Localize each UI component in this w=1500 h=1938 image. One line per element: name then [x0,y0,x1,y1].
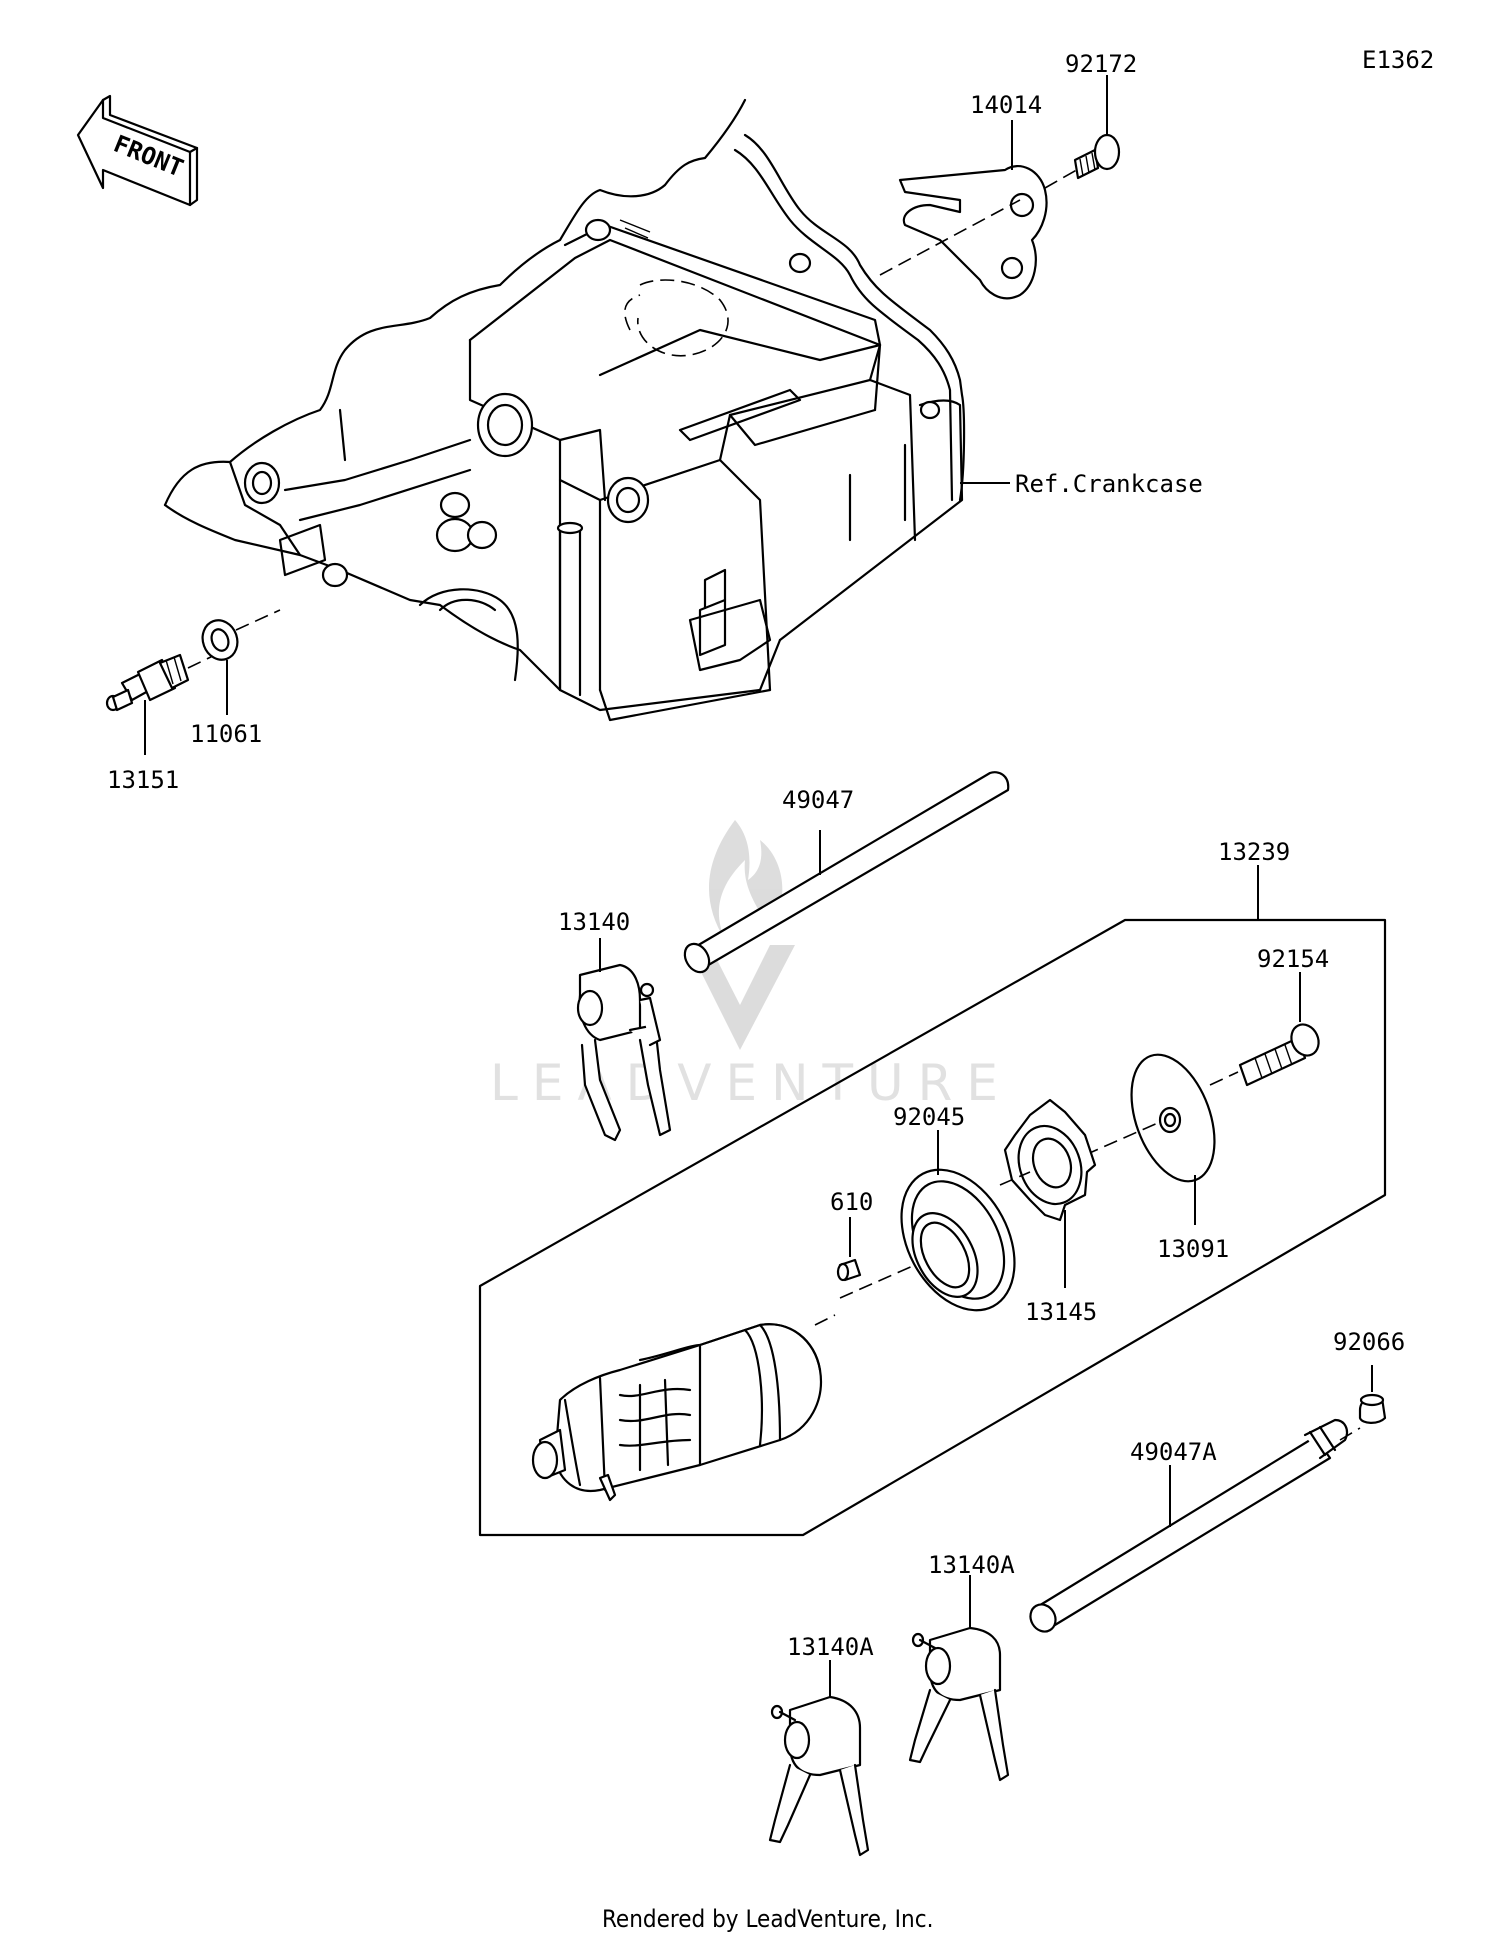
label-13140A-upper: 13140A [928,1551,1015,1579]
label-13140A-lower: 13140A [787,1633,874,1661]
part-49047A-shaft[interactable] [1026,1418,1349,1636]
label-92045: 92045 [893,1103,965,1131]
ref-crankcase-label: Ref.Crankcase [1015,470,1203,498]
part-92154-bolt[interactable] [1238,1020,1324,1087]
part-92045-bearing[interactable] [879,1150,1038,1329]
crankcase-illustration [163,98,966,722]
footer-credit: Rendered by LeadVenture, Inc. [602,1905,933,1933]
label-14014: 14014 [970,91,1042,119]
part-13140A-upper-shift-fork[interactable] [908,1626,1010,1782]
label-13145: 13145 [1025,1298,1097,1326]
part-49047-shaft[interactable] [680,771,1010,976]
watermark-logo: LEADVENTURE [490,820,1012,1112]
part-92172-screw[interactable] [1073,133,1121,180]
part-13091-plate[interactable] [1116,1043,1231,1192]
part-13151-neutral-switch[interactable] [105,653,190,712]
assembly-13239-outline [478,918,1387,1537]
watermark-text: LEADVENTURE [490,1054,1012,1112]
label-13140: 13140 [558,908,630,936]
part-shift-drum[interactable] [531,1323,823,1502]
label-13151: 13151 [107,766,179,794]
label-610: 610 [830,1188,873,1216]
part-13140A-lower-shift-fork[interactable] [768,1695,870,1857]
diagram-code: E1362 [1362,46,1434,74]
label-11061: 11061 [190,720,262,748]
label-49047: 49047 [782,786,854,814]
part-92066-cap[interactable] [1358,1393,1387,1424]
part-13140-shift-fork[interactable] [576,963,672,1142]
label-92154: 92154 [1257,945,1329,973]
label-13239: 13239 [1218,838,1290,866]
label-49047A: 49047A [1130,1438,1217,1466]
label-92172: 92172 [1065,50,1137,78]
part-610-pin[interactable] [836,1258,862,1282]
part-14014-bracket[interactable] [898,164,1048,300]
part-13145-shift-cam[interactable] [1003,1098,1097,1222]
label-13091: 13091 [1157,1235,1229,1263]
part-11061-washer[interactable] [197,615,243,664]
front-arrow-icon: FRONT [76,94,199,207]
label-92066: 92066 [1333,1328,1405,1356]
